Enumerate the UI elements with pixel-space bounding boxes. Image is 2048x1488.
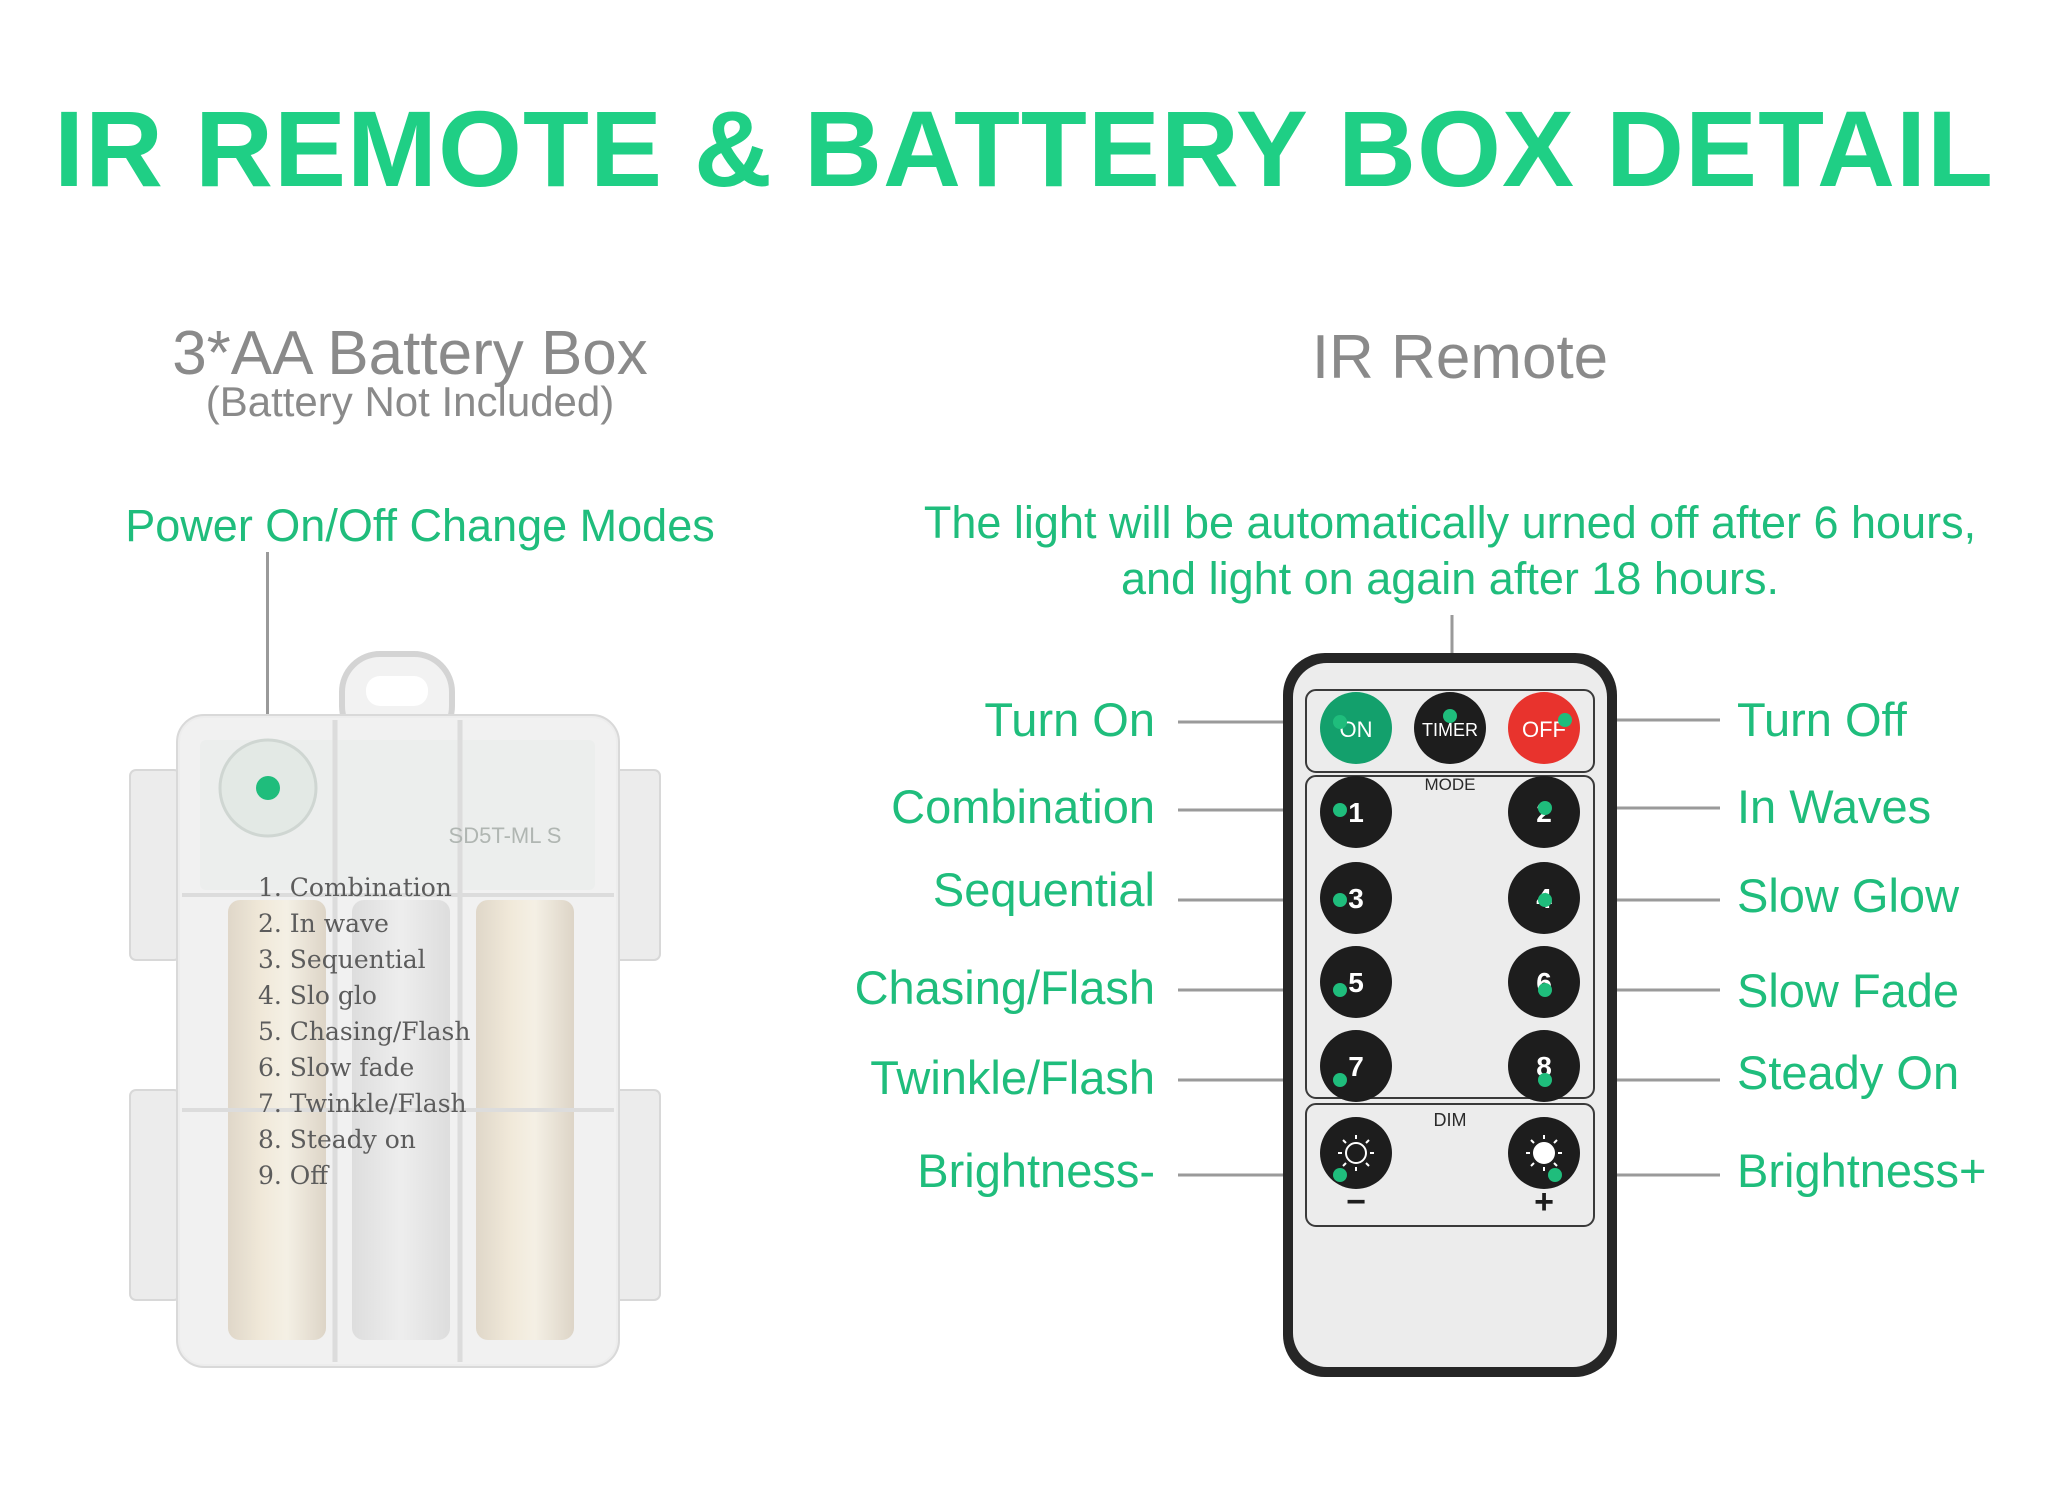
label-in-waves: In Waves	[1737, 780, 1932, 833]
mode-8-button[interactable]: 8	[1508, 1030, 1580, 1102]
svg-text:1: 1	[1348, 797, 1364, 828]
mode-list-item: 5. Chasing/Flash	[258, 1017, 471, 1046]
mode-list-item: 7. Twinkle/Flash	[258, 1089, 467, 1118]
svg-text:7: 7	[1348, 1051, 1364, 1082]
label-sequential: Sequential	[932, 863, 1155, 916]
label-brightness-up: Brightness+	[1737, 1144, 1987, 1197]
mode-7-button[interactable]: 7	[1320, 1030, 1392, 1102]
on-button[interactable]: ON	[1320, 692, 1392, 764]
mode-list-item: 1. Combination	[258, 873, 452, 902]
label-slow-fade: Slow Fade	[1737, 964, 1960, 1017]
mode-list-item: 6. Slow fade	[258, 1053, 415, 1082]
mode-list-item: 3. Sequential	[258, 945, 426, 974]
brightness-up-button[interactable]	[1508, 1117, 1580, 1189]
mode-5-button[interactable]: 5	[1320, 946, 1392, 1018]
timer-note-line2: and light on again after 18 hours.	[1121, 553, 1779, 604]
mode-6-button[interactable]: 6	[1508, 946, 1580, 1018]
label-combination: Combination	[891, 780, 1155, 833]
plus-label: +	[1534, 1183, 1554, 1221]
power-callout-label: Power On/Off Change Modes	[125, 500, 715, 551]
sun-dim-icon	[1338, 1135, 1374, 1171]
power-callout-line	[266, 552, 269, 782]
mode-list-item: 9. Off	[258, 1161, 329, 1190]
page-title: IR REMOTE & BATTERY BOX DETAIL	[53, 88, 1995, 209]
label-slow-glow: Slow Glow	[1737, 869, 1960, 922]
battery-box-title: 3*AA Battery Box	[172, 319, 648, 388]
svg-text:3: 3	[1348, 883, 1364, 914]
svg-text:TIMER: TIMER	[1422, 720, 1478, 740]
svg-text:5: 5	[1348, 967, 1364, 998]
sun-bright-icon	[1526, 1135, 1562, 1171]
label-chasing-flash: Chasing/Flash	[854, 961, 1155, 1014]
brightness-down-button[interactable]	[1320, 1117, 1392, 1189]
off-button[interactable]: OFF	[1508, 692, 1580, 764]
label-steady-on: Steady On	[1737, 1046, 1960, 1099]
mode-1-button[interactable]: 1	[1320, 776, 1392, 848]
battery-box-subtitle: (Battery Not Included)	[205, 378, 615, 425]
timer-button[interactable]: TIMER	[1414, 692, 1486, 764]
pcb-marking: SD5T-ML S	[449, 823, 562, 848]
dim-label: DIM	[1434, 1110, 1467, 1130]
mode-3-button[interactable]: 3	[1320, 862, 1392, 934]
mode-list-item: 4. Slo glo	[258, 981, 377, 1010]
mode-list-item: 2. In wave	[258, 909, 389, 938]
mode-list: 1. Combination 2. In wave 3. Sequential …	[258, 870, 470, 1194]
label-twinkle-flash: Twinkle/Flash	[870, 1051, 1155, 1104]
label-turn-on: Turn On	[984, 693, 1155, 746]
remote-title: IR Remote	[1311, 323, 1609, 392]
timer-note: The light will be automatically urned of…	[860, 495, 2040, 607]
label-brightness-down: Brightness-	[917, 1144, 1155, 1197]
minus-label: −	[1346, 1183, 1366, 1221]
mode-label: MODE	[1425, 775, 1476, 794]
timer-note-line1: The light will be automatically urned of…	[923, 497, 1977, 548]
label-turn-off: Turn Off	[1737, 693, 1907, 746]
remote-buttons: ON TIMER OFF MODE 1 2 3 4 5 6 7 8 DIM	[1320, 692, 1580, 1221]
remote-left-labels: Turn On Combination Sequential Chasing/F…	[760, 0, 1155, 1488]
battery-box-illustration: SD5T-ML S	[129, 651, 661, 1368]
mode-list-item: 8. Steady on	[258, 1125, 416, 1154]
